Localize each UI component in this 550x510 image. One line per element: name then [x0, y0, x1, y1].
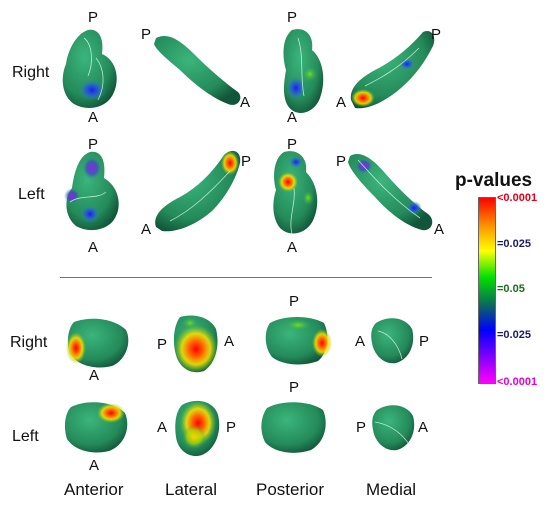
- label-a: A: [287, 239, 298, 256]
- label-p: P: [241, 153, 252, 170]
- column-label-lateral: Lateral: [165, 480, 217, 499]
- hippocampus-left-posterior-top: [273, 151, 318, 235]
- label-p: P: [356, 419, 367, 436]
- label-p: P: [336, 153, 347, 170]
- amygdala-right-lateral: [173, 315, 218, 373]
- column-label-medial: Medial: [366, 480, 417, 499]
- hippocampus-right-anterior-top: [62, 29, 117, 108]
- label-a: A: [240, 94, 251, 111]
- label-p: P: [141, 26, 152, 43]
- amygdala-right-medial: [371, 318, 414, 364]
- hippocampus-right-medial-top: [350, 30, 435, 109]
- label-p: P: [226, 419, 237, 436]
- row-label-bottom-right: Right: [10, 334, 48, 351]
- label-p: P: [88, 136, 99, 153]
- hippocampus-right-posterior-top: [283, 29, 324, 113]
- legend-title: p-values: [455, 170, 533, 191]
- label-p: P: [88, 9, 99, 26]
- hippocampus-left-medial-top: [348, 153, 433, 231]
- section-divider: [60, 277, 432, 278]
- label-a: A: [418, 419, 429, 436]
- label-p: P: [157, 336, 168, 353]
- colorbar-tick-upper-mid: =0.025: [497, 238, 531, 250]
- column-label-anterior: Anterior: [64, 480, 124, 499]
- hippocampus-left-anterior-top: [64, 151, 119, 231]
- label-a: A: [141, 221, 152, 238]
- colorbar-tick-bottom: <0.0001: [497, 376, 538, 388]
- colorbar-tick-middle: =0.05: [497, 283, 525, 295]
- amygdala-left-posterior: [261, 402, 326, 453]
- amygdala-right-anterior: [66, 318, 129, 368]
- label-a: A: [355, 333, 366, 350]
- label-a: A: [336, 94, 347, 111]
- row-label-top-right: Right: [12, 64, 50, 81]
- label-a: A: [89, 457, 100, 474]
- amygdala-left-anterior: [64, 402, 128, 453]
- label-p: P: [289, 293, 300, 310]
- label-p: P: [419, 333, 430, 350]
- label-a: A: [88, 109, 99, 126]
- hippocampus-right-lateral-top: [154, 35, 241, 105]
- colorbar-tick-top: <0.0001: [497, 192, 538, 204]
- amygdala-right-posterior: [265, 317, 332, 365]
- label-a: A: [157, 419, 168, 436]
- label-p: P: [289, 379, 300, 396]
- colorbar-tick-lower-mid: =0.025: [497, 329, 531, 341]
- label-a: A: [89, 367, 100, 384]
- label-a: A: [434, 221, 445, 238]
- row-label-top-left: Left: [18, 186, 45, 203]
- column-label-posterior: Posterior: [256, 480, 325, 499]
- label-a: A: [224, 333, 235, 350]
- label-p: P: [431, 26, 442, 43]
- label-p: P: [287, 9, 298, 26]
- amygdala-left-lateral: [175, 400, 220, 457]
- row-label-bottom-left: Left: [12, 428, 39, 445]
- label-p: P: [287, 136, 298, 153]
- colorbar: [478, 197, 496, 384]
- amygdala-left-medial: [372, 405, 415, 451]
- label-a: A: [88, 239, 99, 256]
- hippocampus-left-lateral-top: [155, 150, 241, 232]
- label-a: A: [287, 109, 298, 126]
